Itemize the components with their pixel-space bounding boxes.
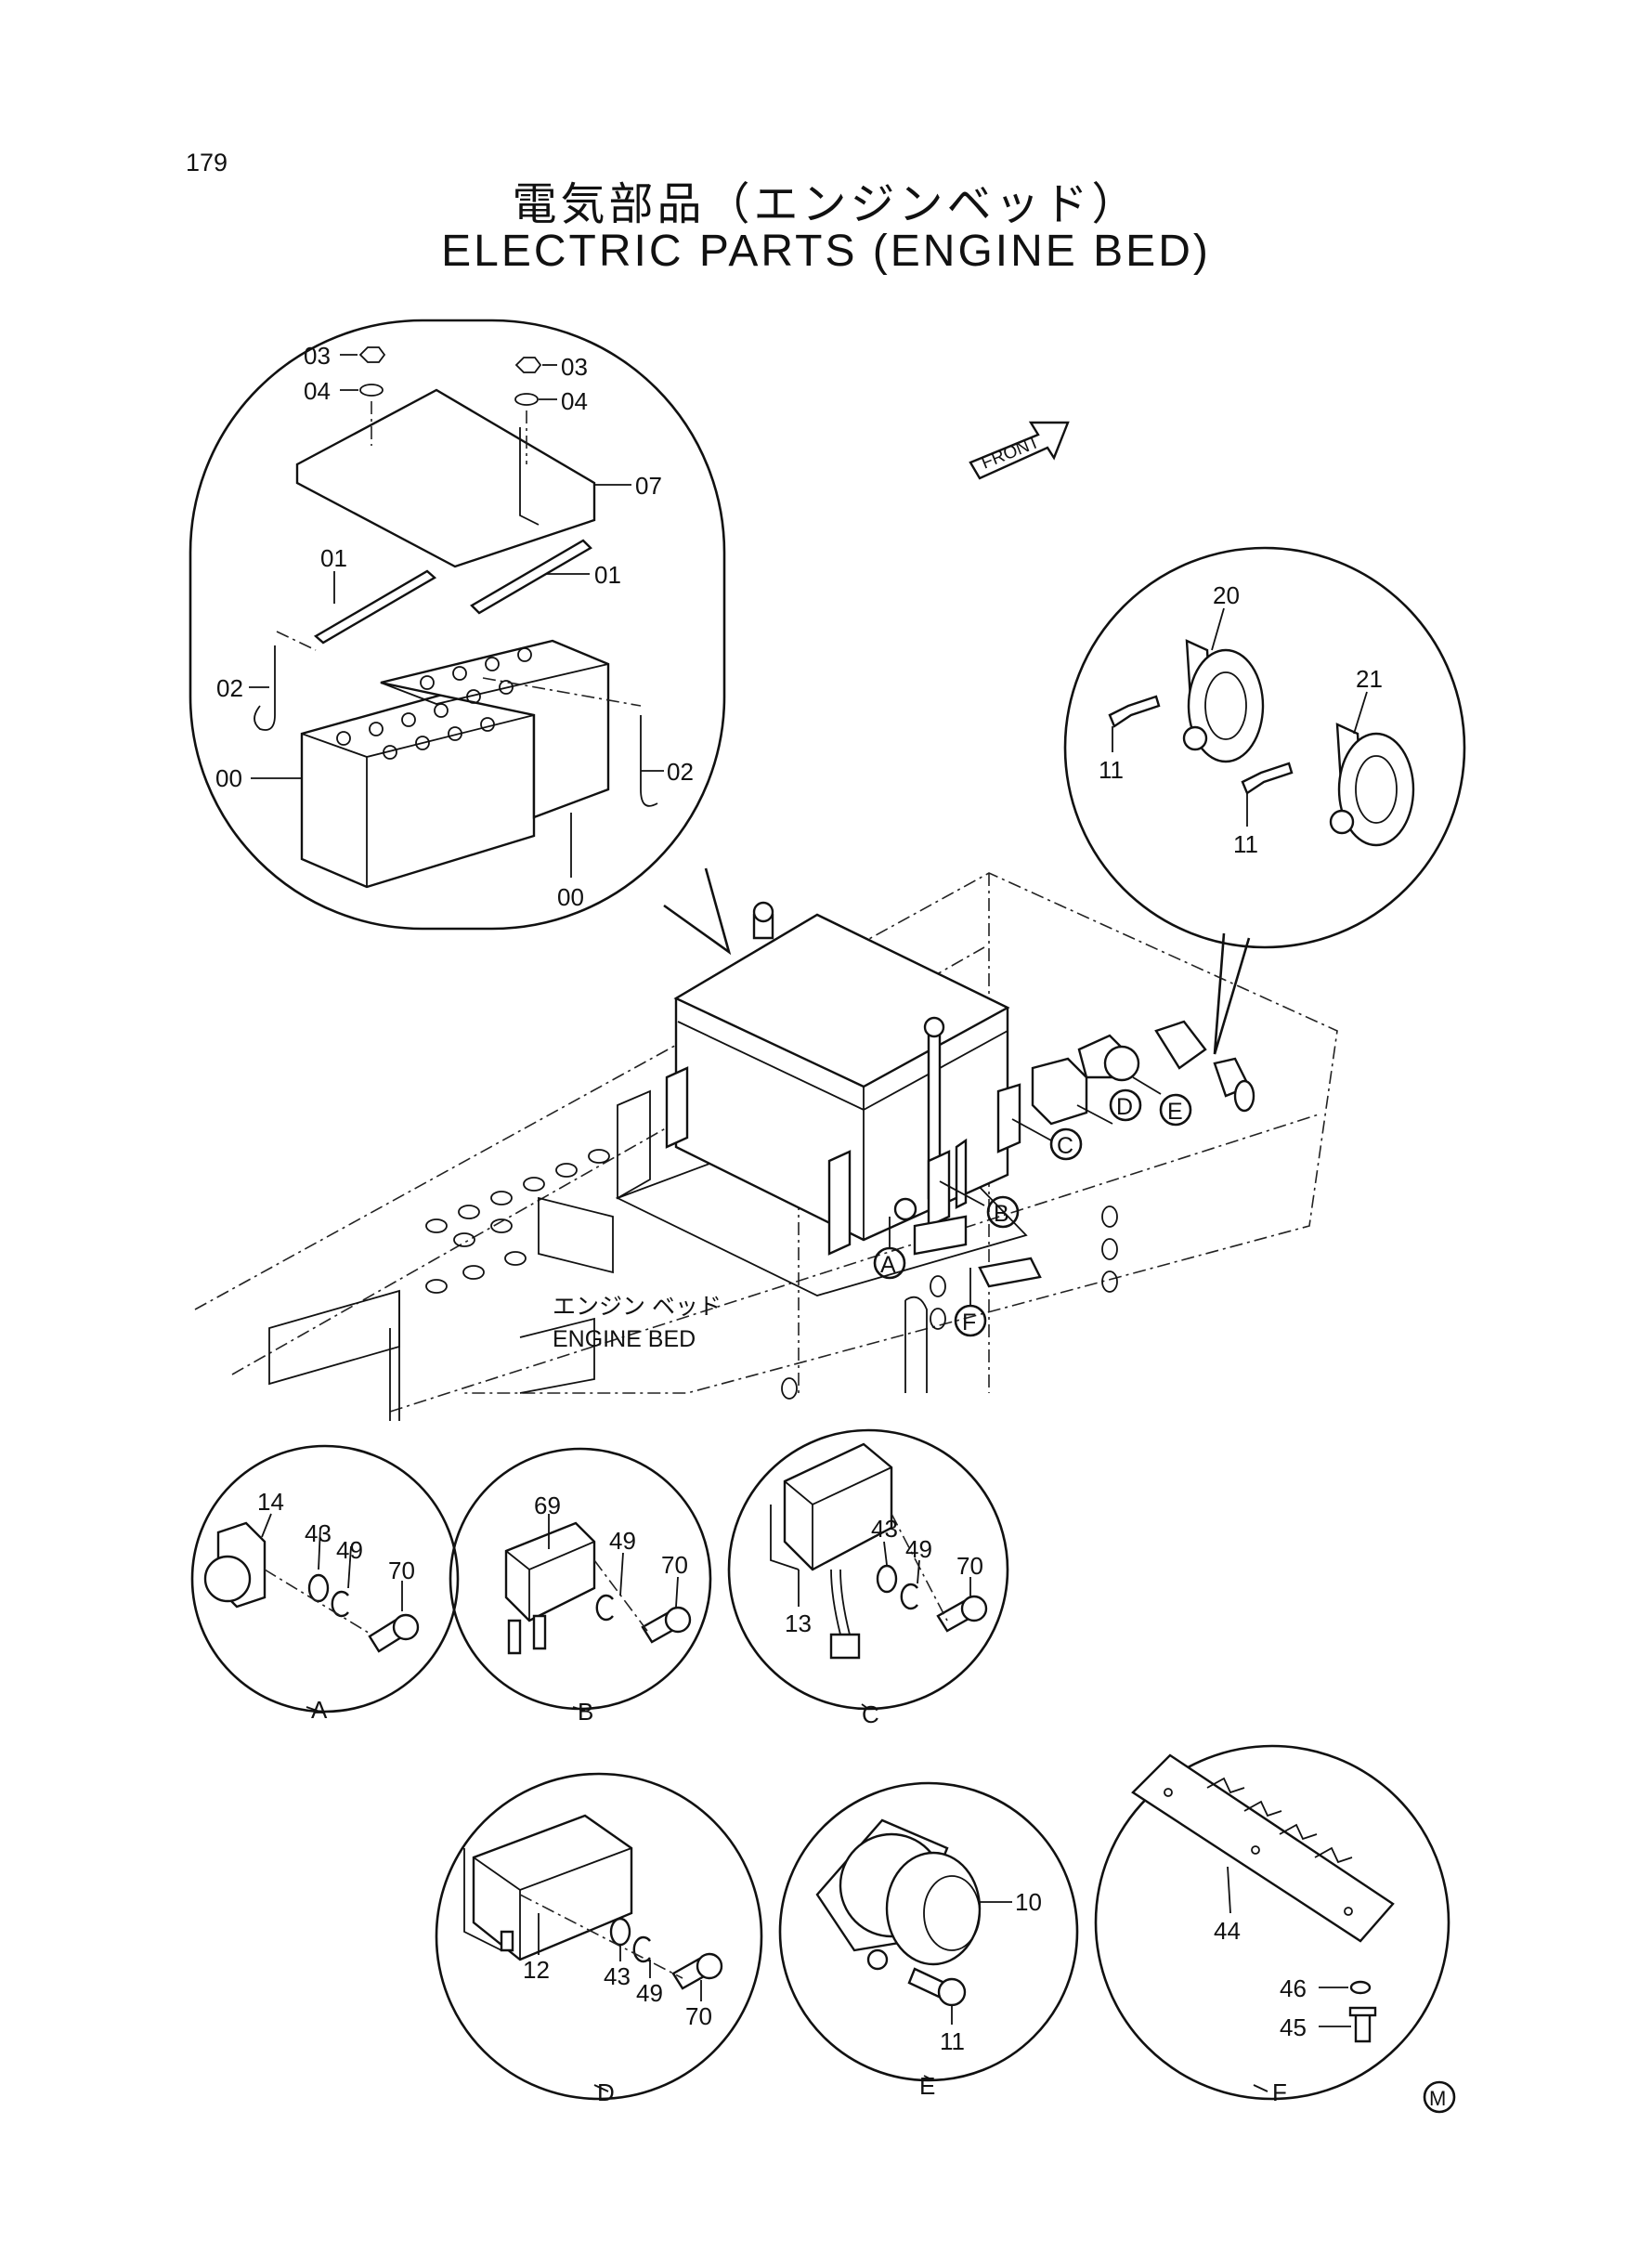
marker-C: C — [1057, 1133, 1073, 1159]
detail-D-12: 12 — [523, 1956, 550, 1984]
detail-E-10: 10 — [1015, 1888, 1042, 1916]
detail-E-label: E — [919, 2072, 935, 2100]
callout-01-right: 01 — [594, 561, 621, 589]
callout-04-left: 04 — [304, 377, 331, 405]
detail-F-46: 46 — [1280, 1974, 1307, 2002]
marker-D: D — [1116, 1094, 1133, 1120]
battery-detail-bubble: 03 04 03 04 07 01 01 02 02 00 00 — [189, 319, 732, 956]
detail-E-bubble: 10 11 E — [778, 1781, 1079, 2100]
callout-02-left: 02 — [216, 674, 243, 702]
title-japanese: 電気部品（エンジンベッド） — [512, 178, 1140, 230]
m-mark-letter: M — [1429, 2087, 1446, 2110]
detail-A-70: 70 — [388, 1557, 415, 1584]
detail-C-bubble: 43 49 70 13 C — [727, 1428, 1009, 1728]
callout-11-left: 11 — [1099, 756, 1124, 784]
callout-04-right: 04 — [561, 387, 588, 415]
callout-02-right: 02 — [667, 758, 694, 786]
callout-00-bottom: 00 — [557, 883, 584, 911]
detail-A-14: 14 — [257, 1488, 284, 1516]
detail-F-45: 45 — [1280, 2013, 1307, 2041]
detail-B-69: 69 — [534, 1492, 561, 1519]
detail-D-49: 49 — [636, 1979, 663, 2007]
callout-07: 07 — [635, 472, 662, 500]
horn-detail-bubble: 20 21 11 11 — [1063, 546, 1466, 1055]
engine-bed-label-en: ENGINE BED — [553, 1326, 696, 1352]
callout-11-right: 11 — [1233, 830, 1258, 858]
detail-B-49: 49 — [609, 1527, 636, 1555]
callout-00-left: 00 — [215, 764, 242, 792]
detail-F-bubble: 44 46 45 F — [1094, 1744, 1450, 2106]
main-letter-markers: A B C D E F — [873, 1088, 1192, 1337]
callout-03-left: 03 — [304, 342, 331, 370]
detail-C-70: 70 — [956, 1552, 983, 1580]
detail-D-70: 70 — [685, 2002, 712, 2030]
detail-B-70: 70 — [661, 1551, 688, 1579]
detail-A-49: 49 — [336, 1536, 363, 1564]
callout-21: 21 — [1356, 665, 1383, 693]
engine-bed-frame — [194, 872, 1338, 1421]
m-mark: M — [1423, 2080, 1456, 2114]
title-english: ELECTRIC PARTS (ENGINE BED) — [441, 227, 1211, 276]
detail-D-label: D — [597, 2078, 615, 2106]
letter-leaders — [889, 1076, 1162, 1305]
detail-D-bubble: 12 43 49 70 D — [435, 1772, 763, 2106]
detail-A-43: 43 — [305, 1519, 332, 1547]
detail-C-43: 43 — [871, 1515, 898, 1543]
detail-A-label: A — [311, 1696, 328, 1724]
detail-D-43: 43 — [604, 1962, 631, 1990]
marker-E: E — [1167, 1099, 1183, 1125]
page-number: 179 — [186, 149, 228, 176]
detail-C-49: 49 — [905, 1535, 932, 1563]
detail-B-bubble: 69 49 70 B — [449, 1447, 712, 1726]
detail-B-label: B — [578, 1698, 593, 1726]
electric-parts-cluster — [893, 1020, 1255, 1288]
detail-E-11: 11 — [940, 2027, 965, 2055]
detail-A-bubble: 14 43 49 70 A — [190, 1444, 460, 1724]
callout-03-right: 03 — [561, 353, 588, 381]
battery-box — [665, 901, 1010, 1256]
detail-C-13: 13 — [785, 1609, 812, 1637]
front-label: FRONT — [979, 433, 1043, 474]
engine-bed-label-jp: エンジン ベッド — [553, 1294, 722, 1320]
marker-B: B — [994, 1201, 1009, 1227]
detail-C-label: C — [862, 1700, 879, 1728]
marker-A: A — [880, 1252, 896, 1278]
detail-F-label: F — [1272, 2078, 1287, 2106]
callout-20: 20 — [1213, 581, 1240, 609]
front-arrow: FRONT — [969, 421, 1070, 480]
callout-01-left: 01 — [320, 544, 347, 572]
detail-F-44: 44 — [1214, 1917, 1241, 1945]
marker-F: F — [962, 1309, 976, 1335]
